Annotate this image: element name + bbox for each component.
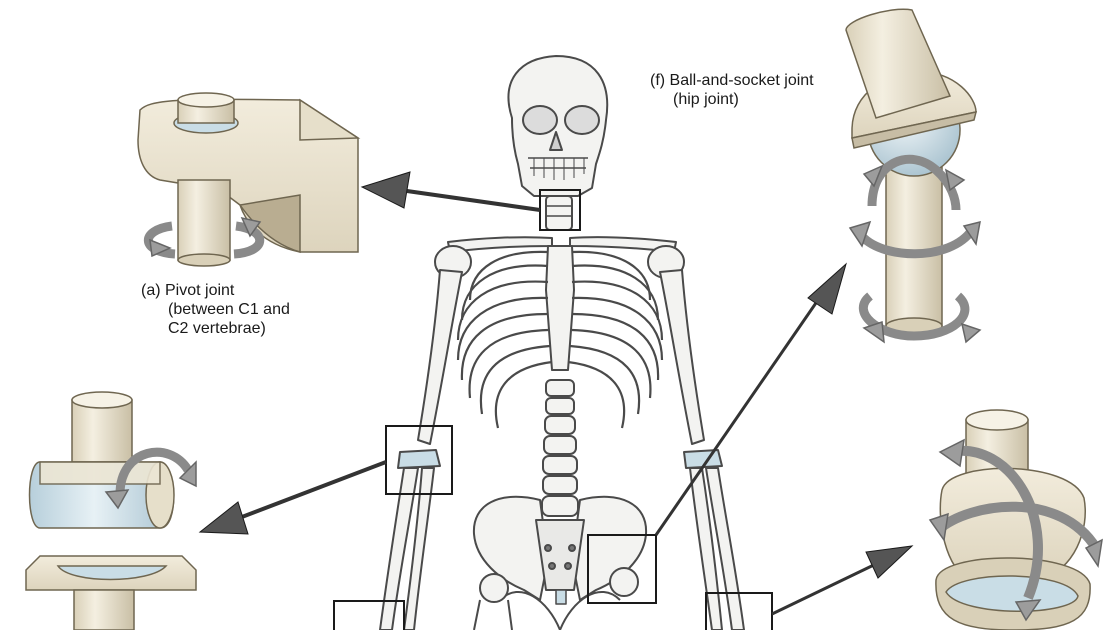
- hinge-joint-illustration: [25, 391, 197, 630]
- ribs-right: [567, 250, 664, 429]
- arrow-to-ball-socket: [654, 262, 847, 536]
- saddle-joint-illustration: [928, 409, 1103, 630]
- arrow-to-hinge: [198, 460, 387, 535]
- label-ball-socket-joint: (f) Ball-and-socket joint (hip joint): [650, 71, 814, 109]
- label-ball-socket-line1: (f) Ball-and-socket joint: [650, 72, 814, 89]
- label-pivot-line2: (between C1 and: [168, 301, 290, 318]
- arrow-to-pivot: [360, 171, 541, 212]
- arrow-to-saddle: [771, 545, 914, 616]
- ribs-left: [456, 250, 553, 429]
- spine: [541, 379, 579, 517]
- box-wrist: [705, 592, 773, 630]
- pelvis: [472, 495, 648, 630]
- box-hip: [587, 534, 657, 604]
- pointer-arrows: [198, 171, 914, 616]
- skeleton: [379, 55, 745, 630]
- label-pivot-line1: (a) Pivot joint: [141, 282, 235, 299]
- skull: [507, 55, 609, 197]
- ball-socket-joint-illustration: [845, 8, 982, 344]
- box-elbow: [385, 425, 453, 495]
- label-pivot-joint: (a) Pivot joint (between C1 and C2 verte…: [141, 281, 290, 338]
- label-ball-socket-line2: (hip joint): [673, 91, 739, 108]
- pivot-joint-illustration: [137, 92, 361, 267]
- label-pivot-line3: C2 vertebrae): [168, 320, 266, 337]
- box-knee: [333, 600, 405, 630]
